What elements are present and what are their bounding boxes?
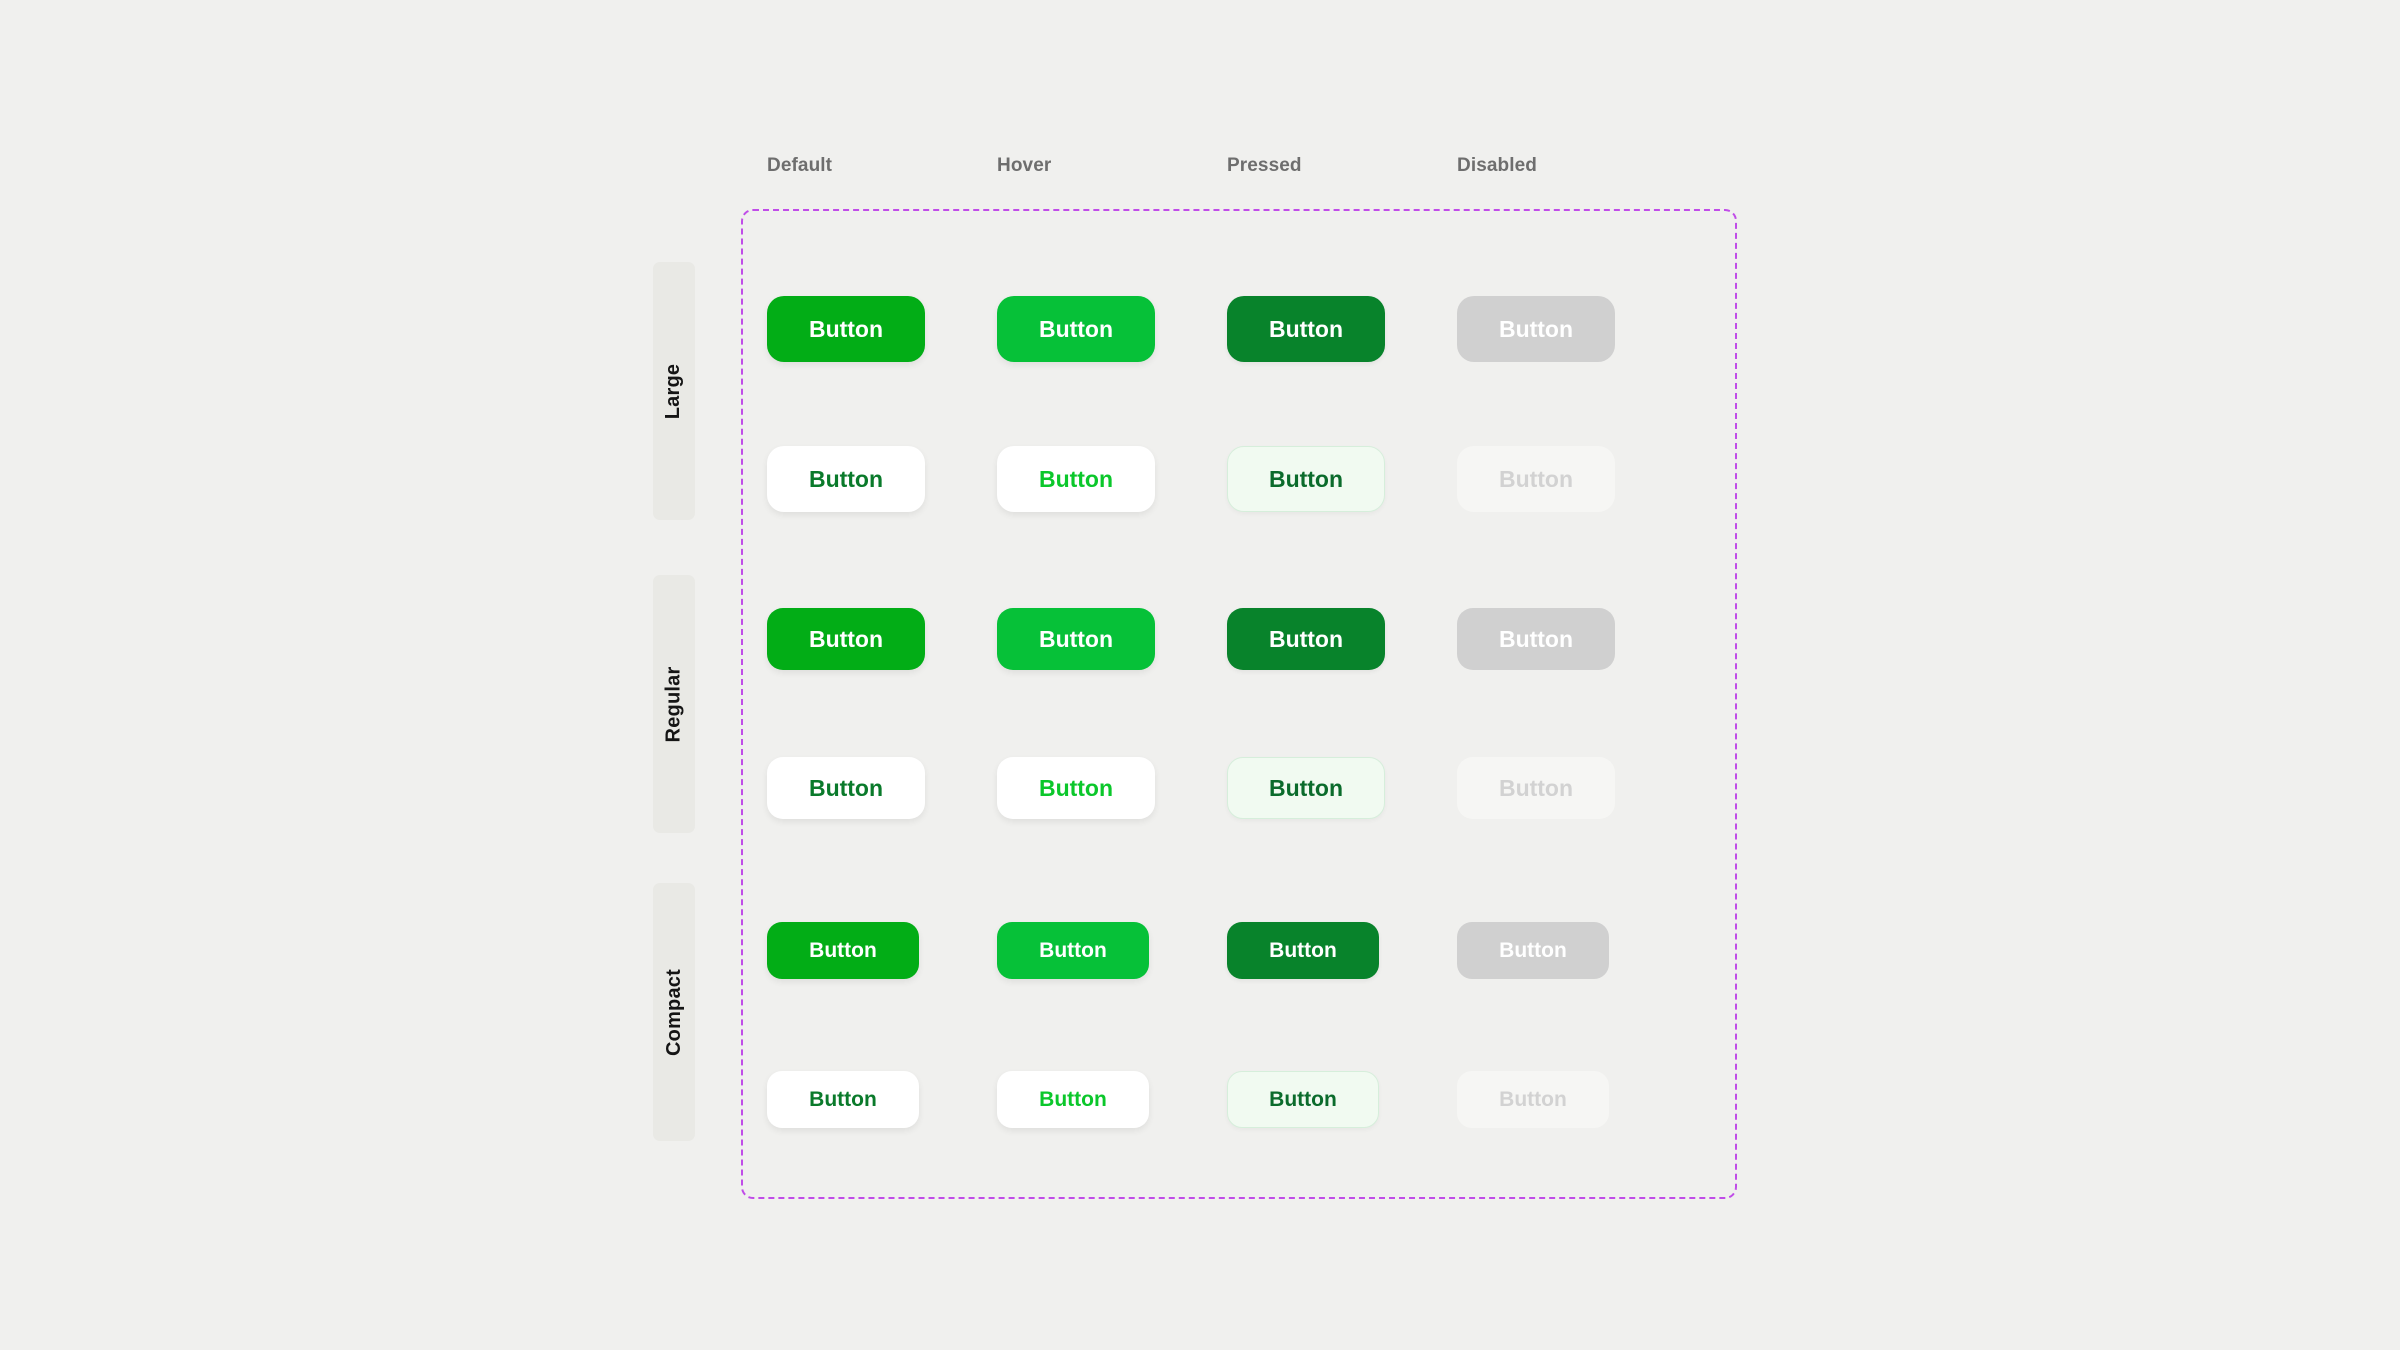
cell-large-secondary-pressed: Button — [1227, 446, 1457, 512]
button-row-compact-secondary: Button Button Button Button — [767, 1071, 1687, 1128]
cell-regular-primary-disabled: Button — [1457, 608, 1687, 670]
cell-large-primary-default: Button — [767, 296, 997, 362]
row-label-regular-text: Regular — [662, 666, 685, 742]
button-row-regular-primary: Button Button Button Button — [767, 608, 1687, 670]
row-label-compact-text: Compact — [662, 968, 685, 1056]
column-header-row: Default Hover Pressed Disabled — [767, 155, 1687, 177]
row-label-large: Large — [653, 262, 695, 520]
button-large-primary-disabled: Button — [1457, 296, 1615, 362]
button-compact-primary-disabled: Button — [1457, 922, 1609, 979]
column-header-pressed: Pressed — [1227, 155, 1302, 176]
cell-regular-primary-hover: Button — [997, 608, 1227, 670]
cell-large-primary-disabled: Button — [1457, 296, 1687, 362]
row-label-compact: Compact — [653, 883, 695, 1141]
button-regular-secondary-pressed[interactable]: Button — [1227, 757, 1385, 819]
button-large-secondary-disabled: Button — [1457, 446, 1615, 512]
row-label-large-text: Large — [662, 363, 685, 419]
cell-compact-secondary-disabled: Button — [1457, 1071, 1687, 1128]
cell-regular-secondary-pressed: Button — [1227, 757, 1457, 819]
button-row-regular-secondary: Button Button Button Button — [767, 757, 1687, 819]
button-large-secondary-default[interactable]: Button — [767, 446, 925, 512]
button-regular-secondary-hover[interactable]: Button — [997, 757, 1155, 819]
cell-regular-primary-default: Button — [767, 608, 997, 670]
button-large-primary-default[interactable]: Button — [767, 296, 925, 362]
cell-large-secondary-disabled: Button — [1457, 446, 1687, 512]
button-compact-secondary-hover[interactable]: Button — [997, 1071, 1149, 1128]
cell-regular-secondary-disabled: Button — [1457, 757, 1687, 819]
cell-large-secondary-hover: Button — [997, 446, 1227, 512]
button-compact-primary-default[interactable]: Button — [767, 922, 919, 979]
button-compact-secondary-pressed[interactable]: Button — [1227, 1071, 1379, 1128]
button-regular-primary-default[interactable]: Button — [767, 608, 925, 670]
button-regular-primary-hover[interactable]: Button — [997, 608, 1155, 670]
button-regular-secondary-disabled: Button — [1457, 757, 1615, 819]
button-regular-primary-pressed[interactable]: Button — [1227, 608, 1385, 670]
cell-regular-secondary-hover: Button — [997, 757, 1227, 819]
cell-large-primary-pressed: Button — [1227, 296, 1457, 362]
cell-compact-primary-default: Button — [767, 922, 997, 979]
button-regular-primary-disabled: Button — [1457, 608, 1615, 670]
column-header-hover: Hover — [997, 155, 1052, 176]
cell-compact-primary-hover: Button — [997, 922, 1227, 979]
button-row-large-secondary: Button Button Button Button — [767, 446, 1687, 512]
cell-large-primary-hover: Button — [997, 296, 1227, 362]
button-compact-secondary-disabled: Button — [1457, 1071, 1609, 1128]
cell-regular-secondary-default: Button — [767, 757, 997, 819]
button-compact-primary-pressed[interactable]: Button — [1227, 922, 1379, 979]
cell-compact-secondary-pressed: Button — [1227, 1071, 1457, 1128]
button-large-secondary-pressed[interactable]: Button — [1227, 446, 1385, 512]
cell-compact-secondary-default: Button — [767, 1071, 997, 1128]
cell-compact-primary-pressed: Button — [1227, 922, 1457, 979]
button-row-large-primary: Button Button Button Button — [767, 296, 1687, 362]
button-compact-primary-hover[interactable]: Button — [997, 922, 1149, 979]
selection-frame — [741, 209, 1737, 1199]
cell-compact-secondary-hover: Button — [997, 1071, 1227, 1128]
cell-compact-primary-disabled: Button — [1457, 922, 1687, 979]
cell-regular-primary-pressed: Button — [1227, 608, 1457, 670]
row-label-regular: Regular — [653, 575, 695, 833]
button-row-compact-primary: Button Button Button Button — [767, 922, 1687, 979]
button-large-primary-hover[interactable]: Button — [997, 296, 1155, 362]
button-compact-secondary-default[interactable]: Button — [767, 1071, 919, 1128]
column-header-default: Default — [767, 155, 833, 176]
button-regular-secondary-default[interactable]: Button — [767, 757, 925, 819]
column-header-disabled: Disabled — [1457, 155, 1537, 176]
cell-large-secondary-default: Button — [767, 446, 997, 512]
button-large-secondary-hover[interactable]: Button — [997, 446, 1155, 512]
button-large-primary-pressed[interactable]: Button — [1227, 296, 1385, 362]
